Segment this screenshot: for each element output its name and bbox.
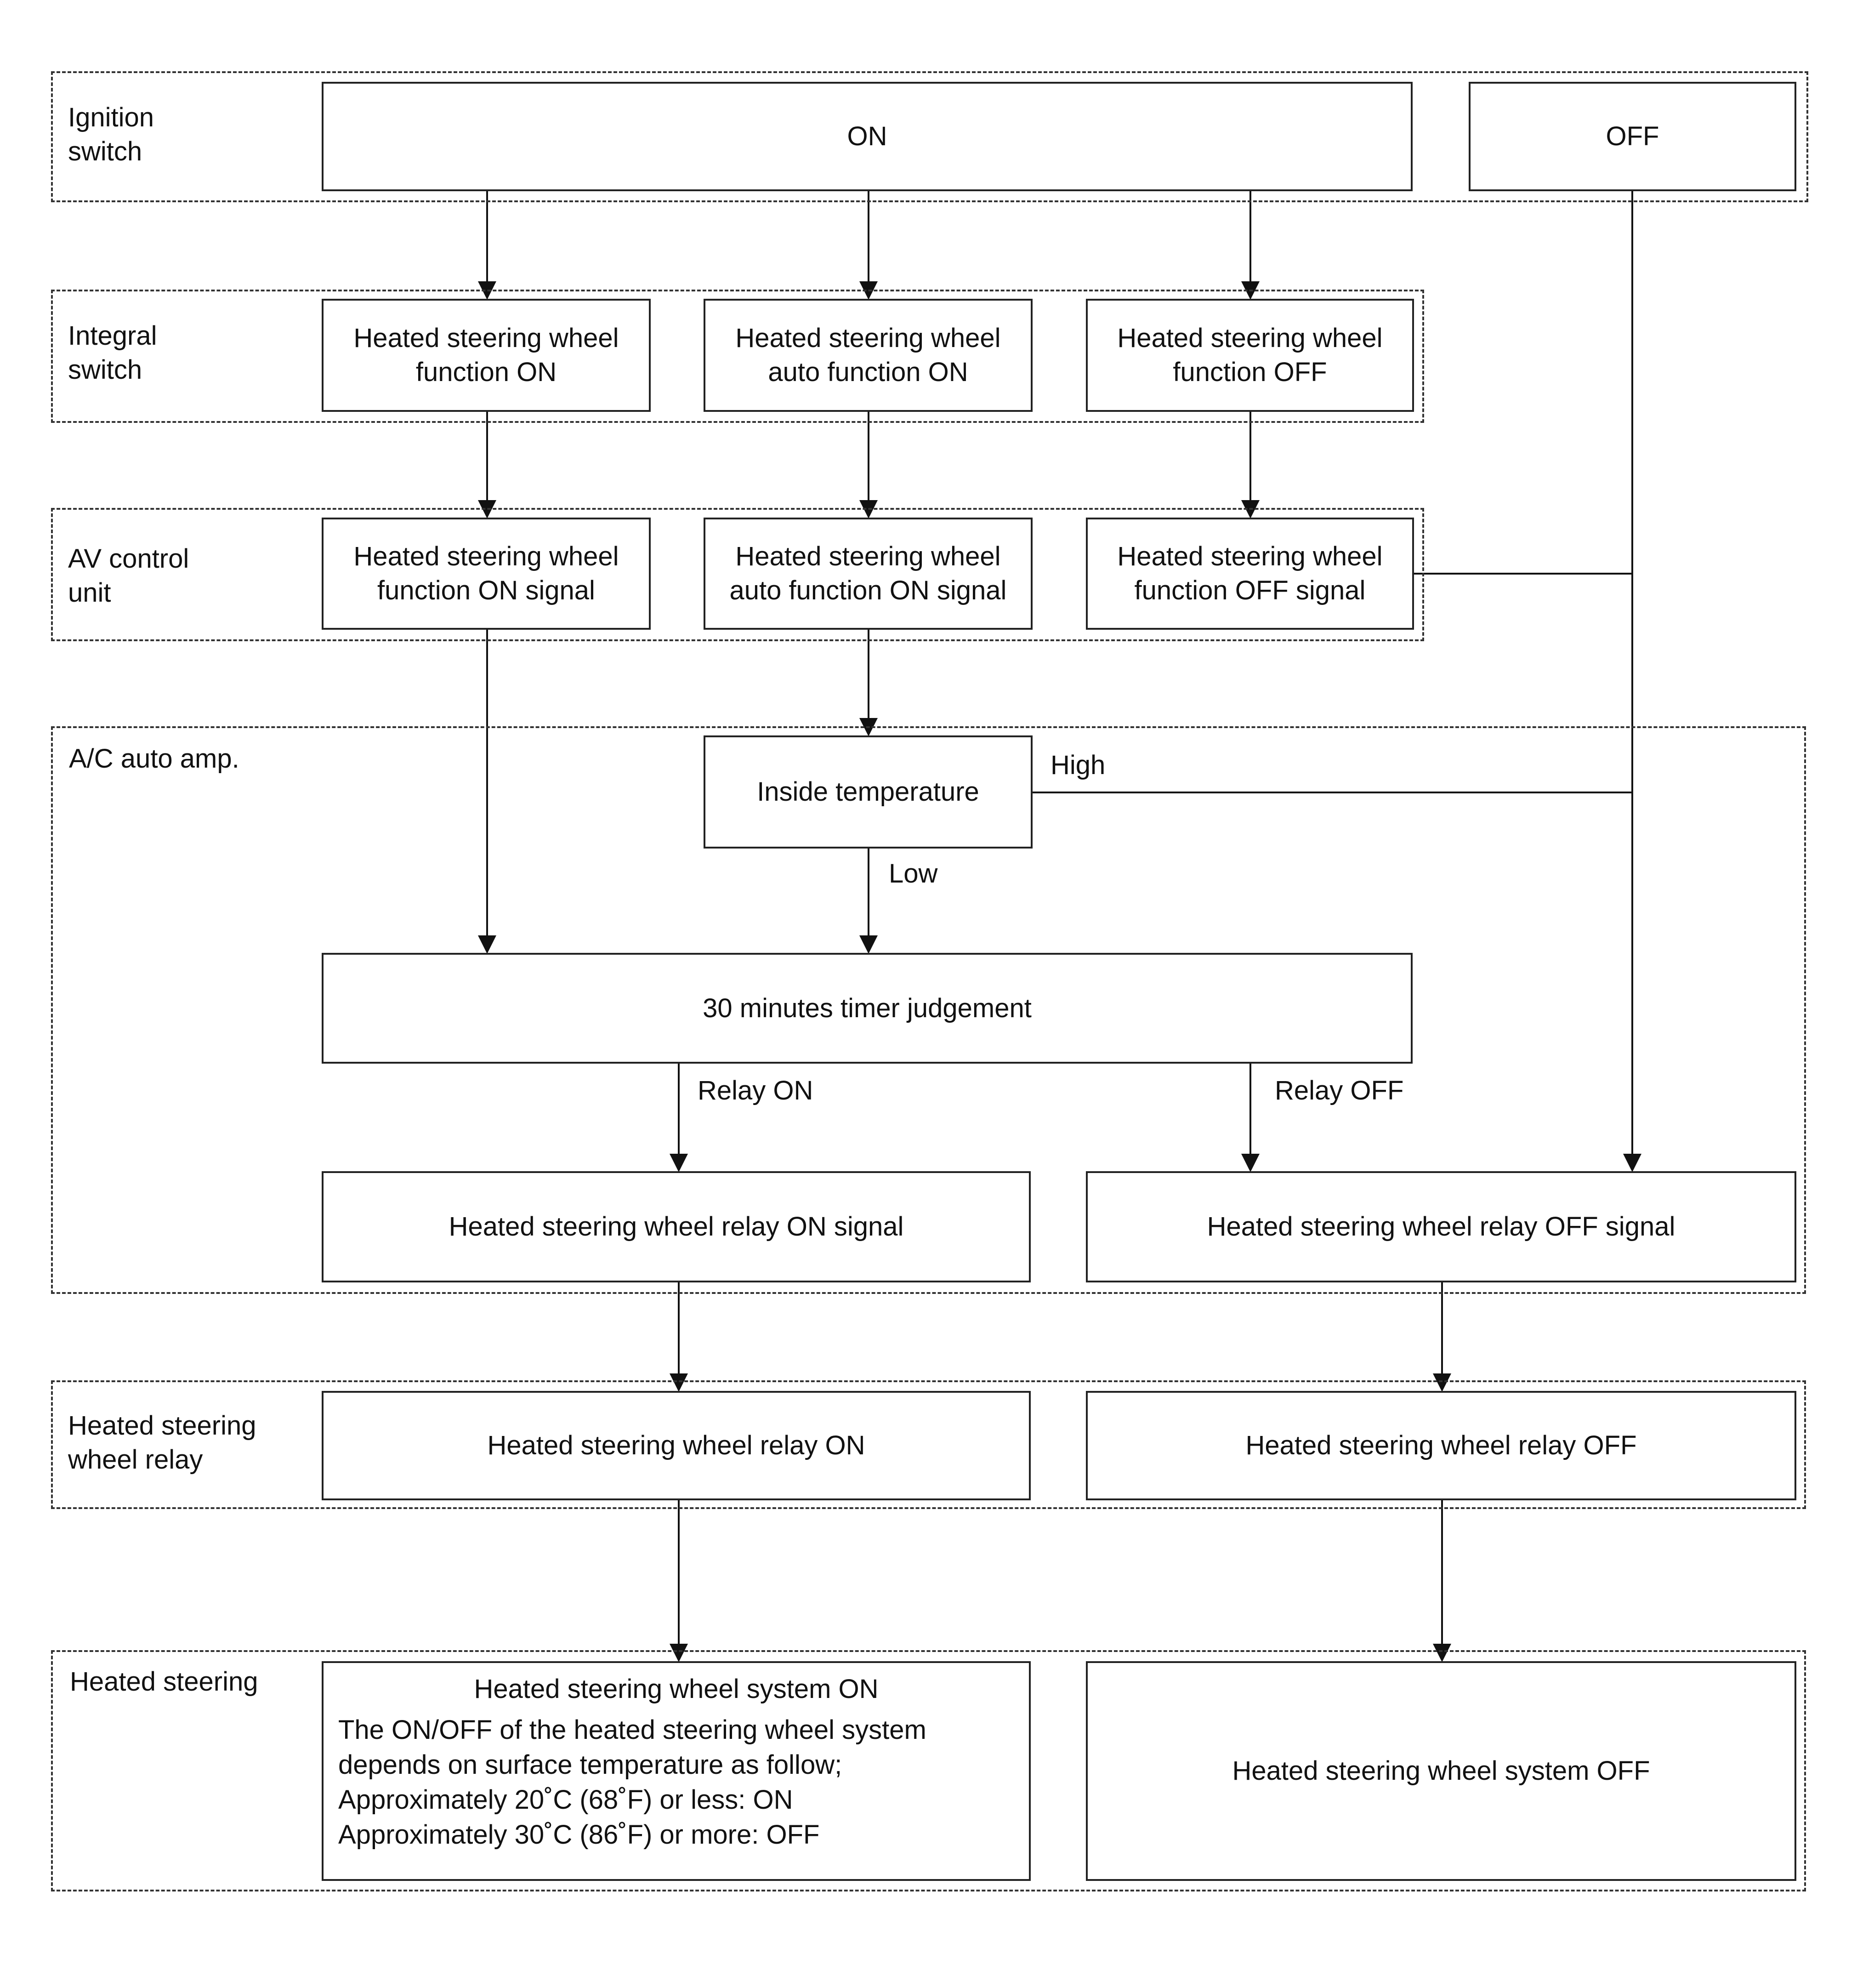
group-heated-steering-wheel-relay: Heated steering wheel relay bbox=[51, 1380, 1806, 1509]
group-label-integral-switch: Integral switch bbox=[68, 321, 157, 385]
box-30-minutes-timer-judgement: 30 minutes timer judgement bbox=[322, 953, 1413, 1064]
box-relay-on: Heated steering wheel relay ON bbox=[322, 1391, 1031, 1500]
box-av-function-off-signal: Heated steering wheel function OFF signa… bbox=[1086, 518, 1414, 630]
edge-label-low: Low bbox=[889, 859, 938, 889]
box-system-off: Heated steering wheel system OFF bbox=[1086, 1661, 1796, 1881]
system-on-note: The ON/OFF of the heated steering wheel … bbox=[338, 1715, 926, 1850]
edge-label-relay-on: Relay ON bbox=[698, 1076, 813, 1105]
group-label-heated-steering: Heated steering bbox=[70, 1667, 258, 1697]
group-label-heated-steering-wheel-relay: Heated steering wheel relay bbox=[68, 1411, 256, 1475]
box-relay-on-signal: Heated steering wheel relay ON signal bbox=[322, 1171, 1031, 1282]
group-av-control-unit: AV control unit bbox=[51, 508, 1424, 641]
group-ac-auto-amp: A/C auto amp. bbox=[51, 726, 1806, 1294]
group-label-av-control-unit: AV control unit bbox=[68, 544, 189, 608]
system-on-title: Heated steering wheel system ON bbox=[474, 1674, 879, 1704]
box-integral-auto-function-on: Heated steering wheel auto function ON bbox=[704, 299, 1033, 412]
box-av-function-on-signal: Heated steering wheel function ON signal bbox=[322, 518, 651, 630]
edge-label-high: High bbox=[1051, 750, 1106, 780]
box-relay-off-signal: Heated steering wheel relay OFF signal bbox=[1086, 1171, 1796, 1282]
box-ignition-on: ON bbox=[322, 82, 1413, 191]
box-inside-temperature: Inside temperature bbox=[704, 735, 1033, 849]
box-integral-function-off: Heated steering wheel function OFF bbox=[1086, 299, 1414, 412]
group-label-ignition-switch: Ignition switch bbox=[68, 103, 154, 166]
box-integral-function-on: Heated steering wheel function ON bbox=[322, 299, 651, 412]
edge-label-relay-off: Relay OFF bbox=[1275, 1076, 1404, 1105]
group-integral-switch: Integral switch bbox=[51, 290, 1424, 423]
box-av-auto-function-on-signal: Heated steering wheel auto function ON s… bbox=[704, 518, 1033, 630]
group-heated-steering: Heated steering bbox=[51, 1650, 1806, 1891]
group-ignition-switch: Ignition switch bbox=[51, 71, 1808, 202]
box-relay-off: Heated steering wheel relay OFF bbox=[1086, 1391, 1796, 1500]
group-label-ac-auto-amp: A/C auto amp. bbox=[69, 744, 239, 774]
box-ignition-off: OFF bbox=[1469, 82, 1796, 191]
box-system-on: Heated steering wheel system ON The ON/O… bbox=[322, 1661, 1031, 1881]
